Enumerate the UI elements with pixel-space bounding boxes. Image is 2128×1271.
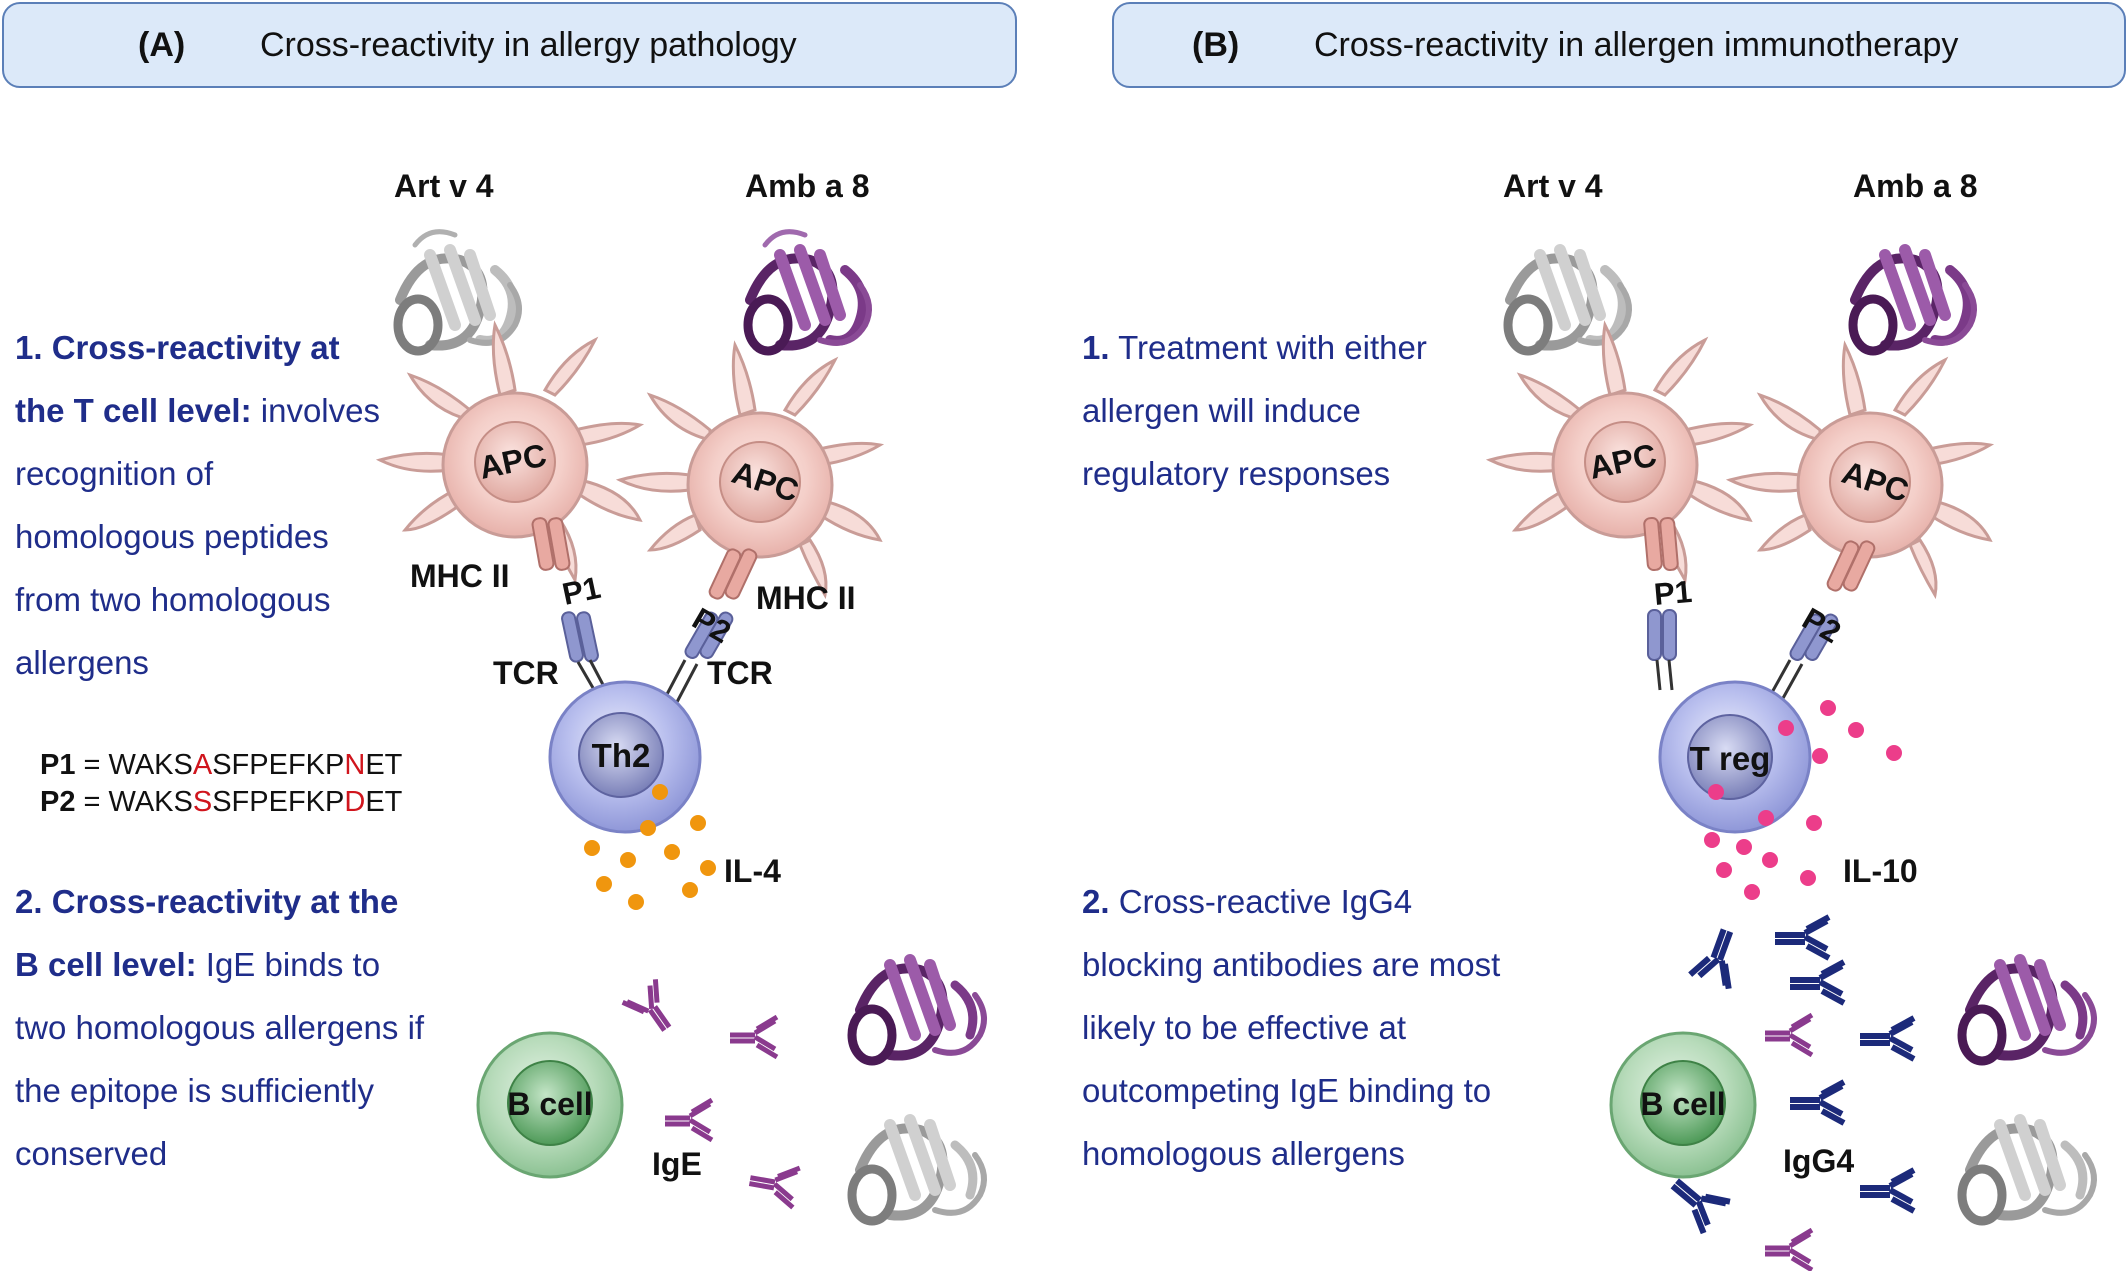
panel-a-header: (A) Cross-reactivity in allergy patholog…	[2, 2, 1017, 88]
apc-cell-a-right	[615, 340, 885, 600]
panel-a-tag: (A)	[138, 26, 186, 64]
allergen-label-a-2: Amb a 8	[745, 168, 870, 204]
apc-cell-a-left	[375, 320, 645, 585]
seq2-mut1: S	[192, 786, 213, 818]
b-cell-b	[1609, 1031, 1757, 1179]
seq2-mid: SFPEFKP	[212, 786, 345, 818]
panel-a-text-1-rest: involves recognition of homologous pepti…	[15, 392, 380, 681]
il4-cytokines	[584, 784, 716, 910]
panel-a-text-2: 2. Cross-reactivity at the B cell level:…	[15, 870, 425, 1185]
panel-b-header: (B) Cross-reactivity in allergen immunot…	[1112, 2, 2126, 88]
tcr-receptor-b-left	[1647, 609, 1677, 691]
il10-cytokines	[1704, 700, 1902, 900]
panel-b-text-2: 2. Cross-reactive IgG4 blocking antibodi…	[1082, 870, 1527, 1185]
p1-label-a: P1	[559, 570, 603, 612]
panel-b-text-2-bold: 2.	[1082, 883, 1110, 920]
allergen-label-a-1: Art v 4	[394, 168, 494, 204]
mhc-label-a-left: MHC II	[410, 558, 510, 594]
panel-a-text-1: 1. Cross-reactivity at the T cell level:…	[15, 316, 385, 694]
panel-b-text-2-rest: Cross-reactive IgG4 blocking antibodies …	[1082, 883, 1501, 1172]
allergen-amb-a8-a	[743, 229, 872, 356]
mhc-receptor-a-right	[708, 548, 758, 600]
seq2-name: P2	[40, 786, 76, 818]
igg4-label: IgG4	[1783, 1143, 1855, 1179]
igg4-antibodies	[1670, 914, 1916, 1235]
peptide-sequence-p2: P2 = WAKSSSFPEFKPDET	[40, 786, 402, 818]
panel-b-tag: (B)	[1192, 26, 1240, 64]
seq1-eq: = WAKS	[83, 749, 193, 781]
mhc-receptor-b-left	[1643, 516, 1679, 572]
allergen-art-v4-b	[1503, 244, 1632, 356]
treg-label: T reg	[1690, 740, 1771, 777]
tcr-label-a-left: TCR	[493, 655, 559, 691]
ige-label: IgE	[652, 1146, 702, 1182]
panel-b-text-1-bold: 1.	[1082, 329, 1110, 366]
panel-b-text-1-rest: Treatment with either allergen will indu…	[1082, 329, 1427, 492]
il4-label: IL-4	[724, 853, 781, 889]
allergen-amb-a8-b	[1848, 244, 1977, 356]
mhc-receptor-a-left	[531, 517, 571, 571]
seq2-end: ET	[365, 786, 403, 818]
apc-cell-b-right	[1725, 340, 1995, 600]
treg-cell	[1658, 680, 1812, 834]
panel-b-title: Cross-reactivity in allergen immunothera…	[1314, 26, 1959, 64]
panel-b-text-1: 1. Treatment with either allergen will i…	[1082, 316, 1482, 505]
panel-a-text-2-rest: IgE binds to two homologous allergens if…	[15, 946, 425, 1172]
tcr-label-a-right: TCR	[707, 655, 773, 691]
allergen-art-v4-a	[393, 229, 522, 356]
panel-a-text-2-bold: 2. Cross-reactivity at the B cell level:	[15, 883, 399, 983]
seq1-mut2: N	[344, 749, 366, 781]
bcell-label-b: B cell	[1640, 1086, 1725, 1122]
apc-cell-b-left	[1485, 320, 1755, 585]
p1-label-b: P1	[1653, 574, 1694, 612]
seq1-end: ET	[365, 749, 403, 781]
tcr-receptor-b-right	[1768, 613, 1839, 701]
ige-antibodies-b	[1765, 1012, 1814, 1271]
b-cell-a	[476, 1031, 624, 1179]
allergen-label-b-2: Amb a 8	[1853, 168, 1978, 204]
tcr-receptor-a-right	[663, 611, 734, 703]
th2-label: Th2	[592, 737, 651, 774]
il10-label: IL-10	[1843, 853, 1918, 889]
allergen-label-b-1: Art v 4	[1503, 168, 1603, 204]
allergen-art-v4-a-bottom	[847, 1114, 987, 1226]
seq1-mut1: A	[192, 749, 213, 781]
allergen-art-v4-b-bottom	[1957, 1114, 2097, 1226]
seq2-eq: = WAKS	[83, 786, 193, 818]
panel-a-title: Cross-reactivity in allergy pathology	[260, 26, 797, 64]
mhc-label-a-right: MHC II	[756, 580, 856, 616]
seq2-mut2: D	[344, 786, 366, 818]
ige-antibodies	[621, 979, 801, 1210]
bcell-label-a: B cell	[507, 1086, 592, 1122]
panel-a-text-1-bold: 1. Cross-reactivity at the T cell level:	[15, 329, 340, 429]
peptide-sequence-p1: P1 = WAKSASFPEFKPNET	[40, 749, 402, 781]
tcr-receptor-a-left	[561, 611, 612, 701]
allergen-amb-a8-a-bottom	[847, 954, 987, 1066]
seq1-name: P1	[40, 749, 76, 781]
allergen-amb-a8-b-bottom	[1957, 954, 2097, 1066]
seq1-mid: SFPEFKP	[212, 749, 345, 781]
mhc-receptor-b-right	[1826, 540, 1876, 592]
